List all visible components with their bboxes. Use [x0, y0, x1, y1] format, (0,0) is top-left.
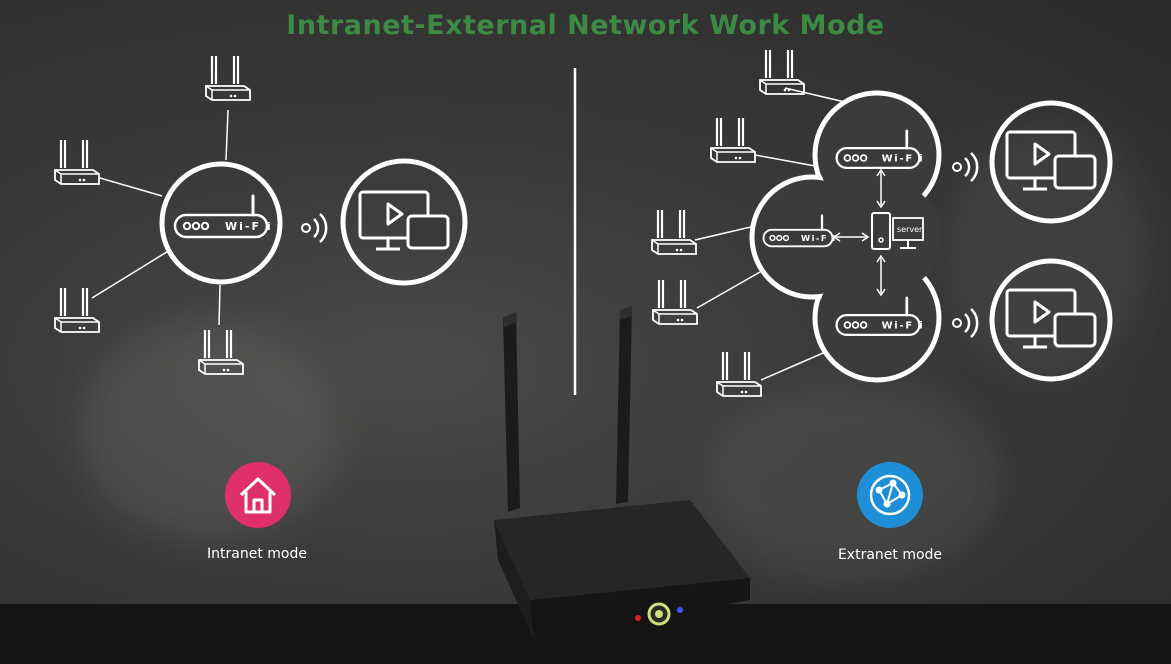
- wifi-router-icon: Wi-F i: [835, 296, 925, 337]
- screen-tablet-icon: [1005, 288, 1097, 349]
- access-point-icon: [715, 350, 763, 398]
- access-point-icon: [53, 286, 101, 334]
- wireless-signal-icon: [300, 212, 328, 244]
- wifi-router-icon: Wi-F i: [173, 194, 273, 239]
- house-icon: [239, 477, 277, 514]
- access-point-icon: [197, 328, 245, 376]
- router-hub-circle: [159, 161, 283, 285]
- access-point-icon: [709, 116, 757, 164]
- access-point-icon: [758, 48, 806, 96]
- intranet-mode-label: Intranet mode: [207, 546, 307, 562]
- wireless-signal-icon: [951, 151, 979, 183]
- screen-tablet-icon: [358, 190, 450, 251]
- display-circle: [989, 258, 1113, 382]
- connection-line: [91, 249, 171, 299]
- access-point-icon: [650, 208, 698, 256]
- extranet-mode-icon: [857, 462, 923, 528]
- link-arrows: [832, 168, 886, 297]
- server-label: server: [897, 225, 923, 234]
- access-point-icon: [204, 54, 252, 102]
- background-haze: [700, 380, 1000, 580]
- connection-line: [225, 109, 229, 161]
- access-point-icon: [651, 278, 699, 326]
- intranet-mode-icon: [225, 462, 291, 528]
- connection-line: [760, 349, 831, 381]
- server-icon: server: [871, 212, 924, 250]
- router-label: Wi-F i: [801, 233, 837, 243]
- display-circle: [340, 158, 468, 286]
- display-circle: [989, 100, 1113, 224]
- connection-line: [784, 87, 846, 103]
- access-point-icon: [53, 138, 101, 186]
- cloud-cluster: [749, 90, 942, 383]
- router-label: Wi-F i: [225, 220, 273, 233]
- connection-line: [99, 177, 163, 197]
- router-label: Wi-F i: [882, 321, 925, 332]
- globe-network-icon: [869, 474, 911, 516]
- wifi-router-icon: Wi-F i: [762, 214, 837, 248]
- router-label: Wi-F i: [882, 154, 925, 165]
- screen-tablet-icon: [1005, 130, 1097, 191]
- connection-line: [696, 271, 761, 309]
- connection-line: [754, 154, 816, 167]
- connection-line: [694, 225, 756, 241]
- wifi-router-icon: Wi-F i: [835, 129, 925, 170]
- wireless-signal-icon: [951, 307, 979, 339]
- page-title: Intranet-External Network Work Mode: [286, 10, 885, 41]
- router-product-photo: [494, 306, 750, 640]
- extranet-diagram: Wi-F i Wi-F i Wi-F i server: [650, 48, 1113, 398]
- connection-line: [218, 284, 221, 326]
- extranet-mode-label: Extranet mode: [837, 547, 943, 563]
- intranet-diagram: Wi-F i: [53, 54, 468, 376]
